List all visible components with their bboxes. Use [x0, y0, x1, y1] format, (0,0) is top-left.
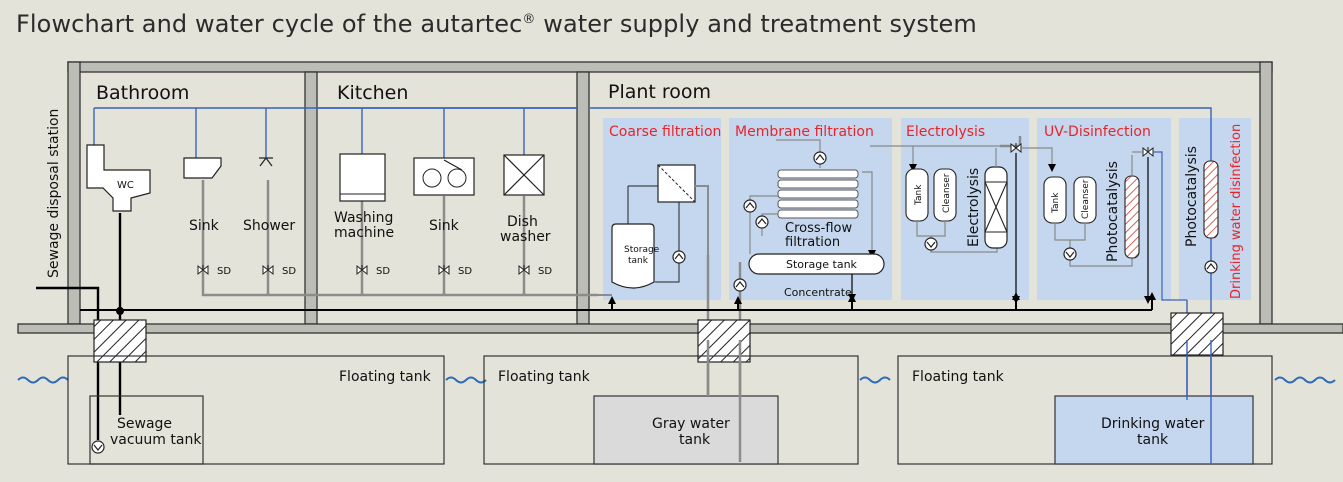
electrolysis-cell-label: Electrolysis	[966, 168, 982, 247]
coarse-pump-icon	[672, 250, 686, 264]
coarse-filtration-label: Coarse filtration	[609, 124, 721, 140]
supply-pipes-blue	[93, 107, 1212, 462]
membrane-storage-label: Storage tank	[786, 258, 858, 271]
sewage-junction	[116, 307, 124, 315]
bathroom-sink-label: Sink	[189, 218, 220, 234]
registered-mark: ®	[522, 12, 536, 27]
crossflow-label-1: Cross-flow	[785, 221, 852, 236]
building-walls	[17, 61, 1343, 334]
title-rest: water supply and treatment system	[535, 10, 977, 38]
shower-label: Shower	[243, 218, 295, 234]
washing-machine-label-1: Washing	[334, 210, 393, 226]
uv-photocatalysis-label: Photocatalysis	[1105, 161, 1121, 262]
drinking-water-tank	[1054, 395, 1254, 465]
kitchen-sink-label: Sink	[429, 218, 460, 234]
drinking-disinfection-label: Drinking water disinfection	[1229, 124, 1244, 299]
sd-label-1: SD	[217, 266, 231, 277]
sd-valves	[197, 264, 530, 275]
membrane-pump-icon	[733, 278, 747, 292]
crossflow-membrane-unit	[743, 139, 876, 258]
coarse-storage-label-2: tank	[628, 256, 649, 266]
dishwasher-label-2: washer	[500, 229, 551, 245]
drinking-pump-icon	[1204, 260, 1218, 274]
drinking-tank-label-2: tank	[1137, 432, 1169, 448]
sd-label-5: SD	[538, 266, 552, 277]
page-title: Flowchart and water cycle of the autarte…	[16, 10, 977, 38]
title-main: Flowchart and water cycle of the autarte…	[16, 10, 523, 38]
uv-unit	[1043, 146, 1187, 304]
drinking-tank-label-1: Drinking water	[1101, 416, 1205, 432]
electrolysis-cleanser-label: Cleanser	[942, 173, 952, 213]
dishwasher-label-1: Dish	[507, 214, 538, 230]
uv-tank-label: Tank	[1051, 192, 1061, 214]
electrolysis-tank-label: Tank	[914, 184, 924, 206]
uv-disinfection-label: UV-Disinfection	[1044, 124, 1151, 140]
sewage-tank-label-2: vacuum tank	[110, 432, 202, 448]
shower-head-icon	[259, 157, 273, 167]
bathroom-sink-icon	[183, 157, 222, 179]
membrane-filtration-label: Membrane filtration	[735, 124, 874, 140]
coarse-filter-unit	[627, 164, 709, 283]
floating-tank-1	[67, 355, 445, 465]
room-kitchen-label: Kitchen	[337, 82, 408, 104]
water-waves	[17, 376, 1336, 384]
sd-label-2: SD	[282, 266, 296, 277]
floating-tank-1-label: Floating tank	[339, 369, 432, 385]
washing-machine-label-2: machine	[334, 225, 394, 241]
wc-fixture	[86, 144, 151, 212]
floor-shafts	[93, 312, 1224, 363]
gray-tank-label-1: Gray water	[652, 416, 730, 432]
membrane-storage-tank	[748, 253, 885, 275]
sewage-pump-icon	[91, 440, 105, 454]
sewage-station-label: Sewage disposal station	[46, 109, 62, 278]
sewage-vacuum-tank	[89, 395, 204, 465]
dishwasher-icon	[503, 154, 545, 196]
floating-tank-3-label: Floating tank	[912, 369, 1005, 385]
electrolysis-title-label: Electrolysis	[906, 124, 985, 140]
photocatalysis-reactor	[1203, 160, 1219, 239]
sewage-tank-label-1: Sewage	[117, 416, 172, 432]
concentrate-label: Concentrate	[784, 286, 852, 299]
gray-water-tank	[593, 395, 779, 465]
drinking-tank-pipes	[1186, 340, 1212, 464]
washing-machine-icon	[339, 153, 386, 202]
crossflow-label-2: filtration	[785, 235, 840, 250]
gray-tank-label-2: tank	[679, 432, 711, 448]
sd-label-4: SD	[458, 266, 472, 277]
room-plant-label: Plant room	[608, 81, 711, 103]
sd-label-3: SD	[376, 266, 390, 277]
room-bathroom-label: Bathroom	[96, 82, 189, 104]
coarse-storage-label-1: Storage	[624, 245, 660, 255]
coarse-storage-tank	[611, 223, 655, 289]
electrolysis-unit	[870, 142, 1056, 304]
uv-cleanser-label: Cleanser	[1081, 179, 1091, 219]
photocatalysis-label: Photocatalysis	[1184, 146, 1200, 247]
floating-tank-2-label: Floating tank	[498, 369, 591, 385]
kitchen-sink-icon	[413, 157, 475, 196]
wc-label: WC	[117, 180, 134, 191]
